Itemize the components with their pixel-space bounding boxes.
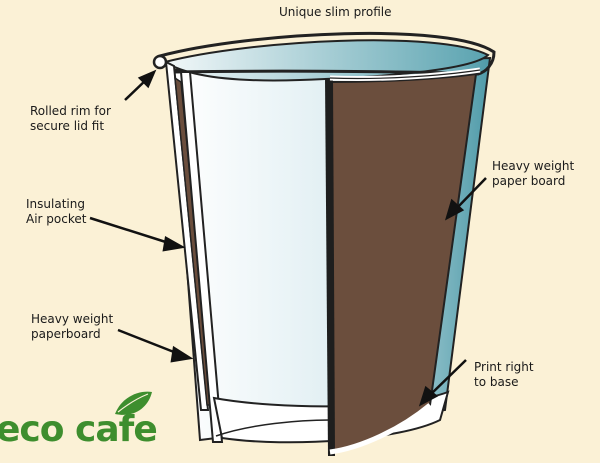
left-inner-wall (179, 71, 224, 443)
label-outer-paperboard: Heavy weight paper board (492, 159, 575, 188)
arrows (89, 69, 487, 407)
left-outer-wall (164, 60, 210, 411)
label-air-pocket: Insulating Air pocket (26, 197, 87, 226)
label-rolled-rim: Rolled rim for secure lid fit (30, 104, 111, 133)
rolled-rim (157, 31, 496, 76)
outer-wall-edge (325, 78, 335, 456)
label-print-to-base: Print right to base (474, 360, 534, 389)
eco-cafe-logo-text: eco cafe (0, 409, 158, 450)
eco-cafe-logo (115, 391, 152, 415)
rim-roll-left (152, 54, 168, 70)
leaf-icon (115, 391, 152, 415)
label-inner-paperboard: Heavy weight paperboard (31, 312, 114, 341)
label-slim-profile: Unique slim profile (279, 5, 392, 19)
